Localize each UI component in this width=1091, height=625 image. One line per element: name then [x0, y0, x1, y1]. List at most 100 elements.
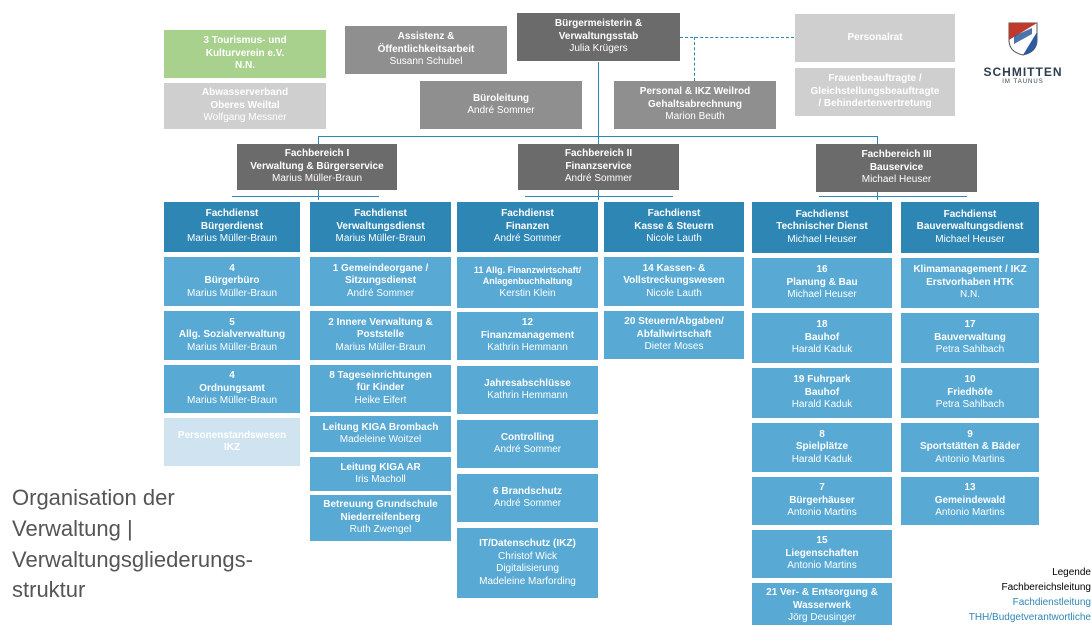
unit-box[interactable]: 21 Ver- & Entsorgung & Wasserwerk Jörg D… [752, 583, 892, 625]
legend-item-fachdienstleitung: Fachdienstleitung [1012, 597, 1091, 608]
unit-box[interactable]: Personenstandswesen IKZ [164, 418, 300, 466]
mayor-box[interactable]: Bürgermeisterin & Verwaltungsstab Julia … [517, 13, 680, 61]
connector-fb3 [877, 136, 878, 144]
unit-name: Antonio Martins [935, 507, 1005, 519]
unit-title: 15 Liegenschaften [785, 535, 859, 559]
unit-box[interactable]: 8 Spielplätze Harald Kaduk [752, 423, 892, 472]
unit-title: Klimamanagement / IKZ Erstvorhaben HTK [913, 264, 1027, 288]
legend-item-fachbereichsleitung: Fachbereichsleitung [1001, 582, 1091, 593]
unit-name: Kerstin Klein [499, 287, 556, 299]
unit-title: 4 Ordnungsamt [199, 370, 265, 394]
fachbereich-1[interactable]: Fachbereich I Verwaltung & Bürgerservice… [237, 144, 397, 190]
unit-box[interactable]: 1 Gemeindeorgane / Sitzungsdienst André … [310, 257, 451, 306]
fachbereich-2[interactable]: Fachbereich II Finanzservice André Somme… [518, 144, 679, 190]
personalrat-title: Personalrat [847, 31, 903, 43]
unit-box[interactable]: Controlling André Sommer [457, 420, 598, 468]
unit-box[interactable]: IT/Datenschutz (IKZ) Christof Wick Digit… [457, 528, 598, 598]
unit-box[interactable]: 13 Gemeindewald Antonio Martins [901, 477, 1039, 525]
fachdienst-name: Marius Müller-Braun [335, 233, 426, 245]
mayor-title: Bürgermeisterin & Verwaltungsstab [554, 18, 643, 42]
personalrat-box[interactable]: Personalrat [795, 14, 955, 62]
unit-box[interactable]: 9 Sportstätten & Bäder Antonio Martins [901, 423, 1039, 472]
unit-box[interactable]: 7 Bürgerhäuser Antonio Martins [752, 477, 892, 525]
fachdienst-buergerdienst[interactable]: Fachdienst Bürgerdienst Marius Müller-Br… [164, 202, 300, 252]
fachdienst-verwaltungsdienst[interactable]: Fachdienst Verwaltungsdienst Marius Müll… [310, 202, 451, 252]
unit-name: Antonio Martins [935, 453, 1005, 465]
mayor-name: Julia Krügers [569, 43, 628, 55]
unit-name: Ruth Zwengel [349, 524, 412, 536]
frauen-title: Frauenbeauftragte / Gleichstellungsbeauf… [810, 73, 940, 110]
unit-box[interactable]: 15 Liegenschaften Antonio Martins [752, 530, 892, 578]
fachdienst-kasse-steuern[interactable]: Fachdienst Kasse & Steuern Nicole Lauth [604, 202, 744, 252]
unit-title: 21 Ver- & Entsorgung & Wasserwerk [766, 587, 878, 611]
unit-box[interactable]: 12 Finanzmanagement Kathrin Hemmann [457, 312, 598, 360]
bueroleitung-box[interactable]: Büroleitung André Sommer [420, 81, 582, 129]
tourismus-title: 3 Tourismus- und Kulturverein e.V. [203, 35, 287, 59]
unit-title: 13 Gemeindewald [934, 482, 1006, 506]
unit-box[interactable]: 10 Friedhöfe Petra Sahlbach [901, 368, 1039, 418]
unit-box[interactable]: 17 Bauverwaltung Petra Sahlbach [901, 313, 1039, 363]
unit-box[interactable]: 2 Innere Verwaltung & Poststelle Marius … [310, 311, 451, 360]
unit-box[interactable]: 18 Bauhof Harald Kaduk [752, 313, 892, 363]
unit-box[interactable]: 11 Allg. Finanzwirtschaft/ Anlagenbuchha… [457, 257, 598, 308]
unit-box[interactable]: 20 Steuern/Abgaben/ Abfallwirtschaft Die… [604, 311, 744, 359]
personal-box[interactable]: Personal & IKZ Weilrod Gehaltsabrechnung… [614, 81, 776, 129]
unit-box[interactable]: 14 Kassen- & Vollstreckungswesen Nicole … [604, 257, 744, 306]
unit-box[interactable]: Betreuung Grundschule Niederreifenberg R… [310, 495, 451, 541]
unit-title: 4 Bürgerbüro [204, 262, 260, 287]
unit-box[interactable]: 4 Bürgerbüro Marius Müller-Braun [164, 257, 300, 306]
fachdienst-technischer-dienst[interactable]: Fachdienst Technischer Dienst Michael He… [752, 202, 892, 253]
unit-name: Kathrin Hemmann [487, 390, 568, 401]
fachbereich-title: Fachbereich I Verwaltung & Bürgerservice [250, 148, 384, 172]
unit-name: Harald Kaduk [791, 399, 853, 411]
connector-fb1-h [232, 196, 379, 197]
assistenz-box[interactable]: Assistenz & Öffentlichkeitsarbeit Susann… [345, 26, 507, 74]
unit-title: 1 Gemeindeorgane / Sitzungsdienst [332, 262, 429, 287]
personal-name: Marion Beuth [665, 111, 725, 123]
unit-name: Christof Wick Digitalisierung Madeleine … [479, 550, 576, 587]
connector-personalrat [680, 37, 794, 38]
fachbereich-name: Marius Müller-Braun [271, 173, 363, 185]
unit-name: Heike Eifert [354, 394, 407, 406]
unit-name: Harald Kaduk [791, 453, 853, 465]
unit-name: Marius Müller-Braun [335, 341, 426, 353]
unit-box[interactable]: 8 Tageseinrichtungen für Kinder Heike Ei… [310, 365, 451, 412]
abwasser-title: Abwasserverband Oberes Weiltal [201, 87, 289, 111]
unit-name: Harald Kaduk [791, 344, 853, 356]
unit-title: 7 Bürgerhäuser [789, 482, 855, 506]
fachdienst-title: Fachdienst Bürgerdienst [200, 208, 264, 232]
unit-box[interactable]: 19 Fuhrpark Bauhof Harald Kaduk [752, 368, 892, 418]
unit-title: 17 Bauverwaltung [934, 319, 1006, 343]
unit-box[interactable]: 5 Allg. Sozialverwaltung Marius Müller-B… [164, 311, 300, 360]
fachbereich-3[interactable]: Fachbereich III Bauservice Michael Heuse… [816, 144, 977, 192]
unit-box[interactable]: 6 Brandschutz André Sommer [457, 474, 598, 522]
unit-title: 10 Friedhöfe [947, 374, 993, 398]
unit-box[interactable]: 16 Planung & Bau Michael Heuser [752, 258, 892, 308]
unit-box[interactable]: Leitung KIGA Brombach Madeleine Woitzel [310, 416, 451, 452]
fachdienst-title: Fachdienst Technischer Dienst [776, 208, 868, 233]
unit-title: Personenstandswesen [177, 429, 287, 441]
unit-name: Petra Sahlbach [935, 399, 1005, 411]
fachdienst-finanzen[interactable]: Fachdienst Finanzen André Sommer [457, 202, 598, 252]
unit-name: Antonio Martins [787, 560, 857, 572]
page-title: Organisation der Verwaltung | Verwaltung… [12, 485, 253, 603]
unit-title: 8 Tageseinrichtungen für Kinder [329, 369, 432, 394]
assistenz-name: Susann Schubel [389, 56, 463, 68]
unit-name: Madeleine Woitzel [339, 434, 422, 445]
tourismus-box[interactable]: 3 Tourismus- und Kulturverein e.V. N.N. [164, 30, 326, 78]
abwasser-box[interactable]: Abwasserverband Oberes Weiltal Wolfgang … [164, 83, 326, 129]
legend-item-budgetverantwortliche: THH/Budgetverantwortliche [968, 612, 1091, 623]
unit-box[interactable]: Leitung KIGA AR Iris Macholl [310, 457, 451, 491]
connector-fb-horizontal [318, 136, 878, 137]
unit-box[interactable]: Klimamanagement / IKZ Erstvorhaben HTK N… [901, 258, 1039, 308]
unit-title: 6 Brandschutz [493, 485, 562, 497]
fachdienst-title: Fachdienst Kasse & Steuern [634, 208, 714, 232]
fachdienst-title: Fachdienst Bauverwaltungsdienst [916, 208, 1024, 233]
frauen-box[interactable]: Frauenbeauftragte / Gleichstellungsbeauf… [795, 68, 955, 116]
unit-box[interactable]: Jahresabschlüsse Kathrin Hemmann [457, 366, 598, 414]
fachdienst-name: Nicole Lauth [646, 233, 702, 245]
fachdienst-bauverwaltungsdienst[interactable]: Fachdienst Bauverwaltungsdienst Michael … [901, 202, 1039, 253]
assistenz-title: Assistenz & Öffentlichkeitsarbeit [377, 31, 475, 55]
fachbereich-title: Fachbereich III Bauservice [861, 149, 932, 173]
unit-box[interactable]: 4 Ordnungsamt Marius Müller-Braun [164, 365, 300, 413]
